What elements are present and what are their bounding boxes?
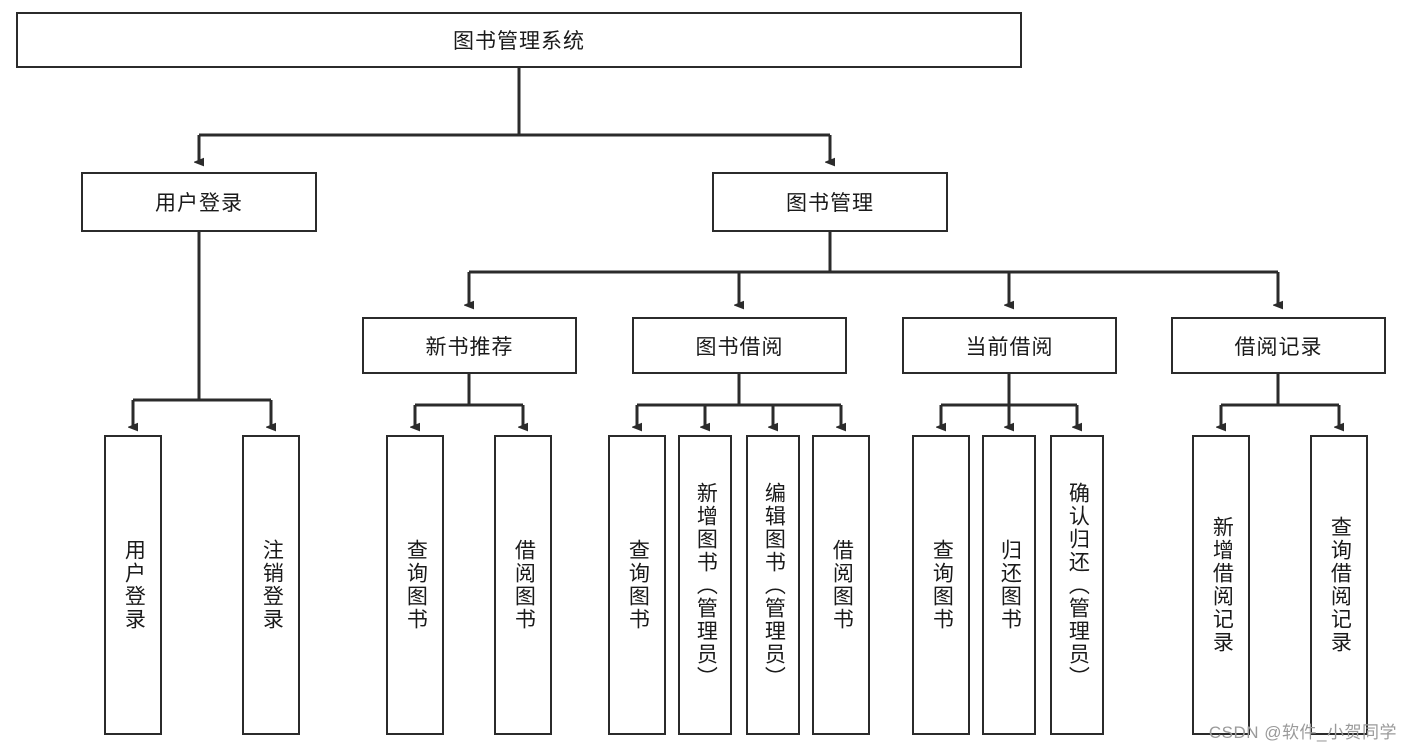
- node-label: 查询图书: [626, 539, 650, 631]
- node-label: 查询图书: [404, 539, 428, 631]
- leaf-borrow-add-book-admin[interactable]: 新增图书（管理员）: [678, 435, 732, 735]
- node-label: 归还图书: [998, 539, 1022, 631]
- node-root-system[interactable]: 图书管理系统: [16, 12, 1022, 68]
- node-label: 借阅图书: [830, 539, 854, 631]
- node-label: 新增图书（管理员）: [694, 481, 718, 689]
- node-label: 查询借阅记录: [1328, 516, 1352, 654]
- node-user-login[interactable]: 用户登录: [81, 172, 317, 232]
- node-borrow-record[interactable]: 借阅记录: [1171, 317, 1386, 374]
- node-label: 确认归还（管理员）: [1066, 481, 1090, 689]
- node-label: 新书推荐: [425, 335, 514, 359]
- leaf-current-confirm-return-admin[interactable]: 确认归还（管理员）: [1050, 435, 1104, 735]
- node-label: 图书管理: [786, 192, 874, 215]
- node-label: 图书管理系统: [453, 30, 585, 53]
- leaf-borrow-borrow-book[interactable]: 借阅图书: [812, 435, 870, 735]
- leaf-borrow-edit-book-admin[interactable]: 编辑图书（管理员）: [746, 435, 800, 735]
- node-label: 新增借阅记录: [1210, 516, 1234, 654]
- leaf-user-login-signin[interactable]: 用户登录: [104, 435, 162, 735]
- node-new-book-recommend[interactable]: 新书推荐: [362, 317, 577, 374]
- node-current-borrow[interactable]: 当前借阅: [902, 317, 1117, 374]
- node-label: 编辑图书（管理员）: [762, 481, 786, 689]
- node-label: 用户登录: [155, 192, 243, 215]
- leaf-recommend-borrow-book[interactable]: 借阅图书: [494, 435, 552, 735]
- leaf-recommend-query-book[interactable]: 查询图书: [386, 435, 444, 735]
- node-label: 借阅图书: [512, 539, 536, 631]
- leaf-record-query-record[interactable]: 查询借阅记录: [1310, 435, 1368, 735]
- node-label: 查询图书: [930, 539, 954, 631]
- node-book-management[interactable]: 图书管理: [712, 172, 948, 232]
- leaf-user-login-signout[interactable]: 注销登录: [242, 435, 300, 735]
- leaf-current-query-book[interactable]: 查询图书: [912, 435, 970, 735]
- leaf-record-add-record[interactable]: 新增借阅记录: [1192, 435, 1250, 735]
- leaf-borrow-query-book[interactable]: 查询图书: [608, 435, 666, 735]
- node-book-borrow[interactable]: 图书借阅: [632, 317, 847, 374]
- node-label: 用户登录: [122, 539, 146, 631]
- leaf-current-return-book[interactable]: 归还图书: [982, 435, 1036, 735]
- node-label: 注销登录: [260, 539, 284, 631]
- node-label: 借阅记录: [1234, 335, 1323, 359]
- node-label: 当前借阅: [965, 335, 1054, 359]
- node-label: 图书借阅: [695, 335, 784, 359]
